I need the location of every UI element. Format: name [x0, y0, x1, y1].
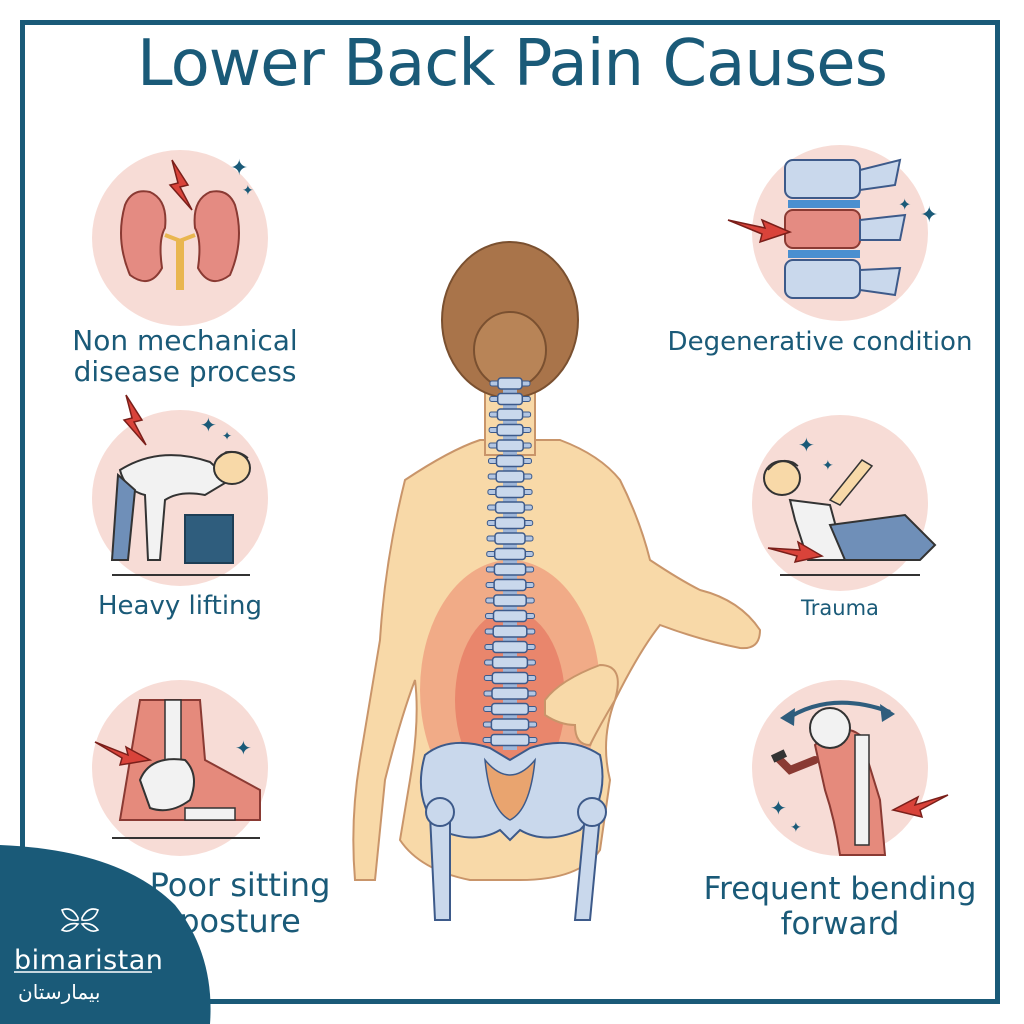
vertebra	[494, 532, 526, 545]
vertebra	[491, 671, 529, 685]
vertebra	[494, 501, 526, 514]
vertebra	[496, 439, 524, 452]
label-heavy-lifting: Heavy lifting	[97, 591, 263, 621]
vertebra	[494, 516, 526, 530]
label-non-mechanical: Non mechanical disease process	[72, 324, 298, 389]
page-title: Lower Back Pain Causes	[137, 27, 888, 101]
vertebra	[493, 547, 527, 561]
svg-text:✦: ✦	[822, 458, 834, 474]
vertebra	[492, 625, 528, 638]
svg-text:✦: ✦	[230, 156, 248, 181]
kidney-illustration: ✦ ✦	[120, 156, 254, 290]
vertebra	[490, 718, 530, 731]
vertebra	[490, 702, 530, 716]
label-degenerative: Degenerative condition	[667, 327, 973, 357]
svg-text:✦: ✦	[920, 203, 938, 228]
svg-text:✦: ✦	[790, 820, 802, 836]
svg-text:✦: ✦	[798, 433, 815, 457]
vertebra	[491, 656, 529, 669]
brand-leaf-icon	[60, 908, 100, 932]
svg-text:✦: ✦	[200, 413, 217, 437]
label-trauma: Trauma	[801, 596, 879, 620]
vertebra	[493, 594, 527, 607]
brand-name: bimaristan	[14, 945, 164, 976]
trauma-illustration: ✦ ✦	[763, 433, 937, 576]
vertebra	[496, 423, 524, 437]
vertebra	[496, 392, 524, 406]
vertebra	[492, 640, 528, 654]
lifting-illustration: ✦ ✦	[110, 394, 251, 576]
brand-arabic: بيمارستان	[18, 980, 101, 1004]
vertebra	[497, 377, 523, 390]
label-poor-sitting: Poor sitting posture	[149, 866, 331, 940]
spine-vertebrae	[482, 377, 538, 747]
svg-text:✦: ✦	[222, 429, 232, 443]
vertebra	[493, 578, 527, 592]
vertebra	[495, 454, 525, 468]
vertebra	[490, 733, 530, 747]
vertebra	[495, 470, 525, 483]
border-frame	[20, 20, 1000, 1004]
vertebra	[492, 609, 528, 623]
svg-text:✦: ✦	[898, 195, 911, 214]
vertebra	[496, 408, 524, 421]
svg-text:✦: ✦	[242, 183, 254, 199]
vertebra	[493, 563, 527, 576]
brand-corner	[0, 845, 211, 1024]
svg-text:✦: ✦	[235, 736, 252, 760]
label-bending: Frequent bending forward	[703, 871, 977, 942]
bending-illustration: ✦ ✦	[770, 700, 949, 856]
sitting-illustration: ✦	[94, 699, 261, 839]
vertebra	[491, 687, 529, 700]
central-figure	[352, 241, 762, 921]
vertebra	[495, 485, 525, 499]
svg-text:✦: ✦	[770, 796, 787, 820]
degenerative-illustration: ✦ ✦	[727, 158, 938, 299]
